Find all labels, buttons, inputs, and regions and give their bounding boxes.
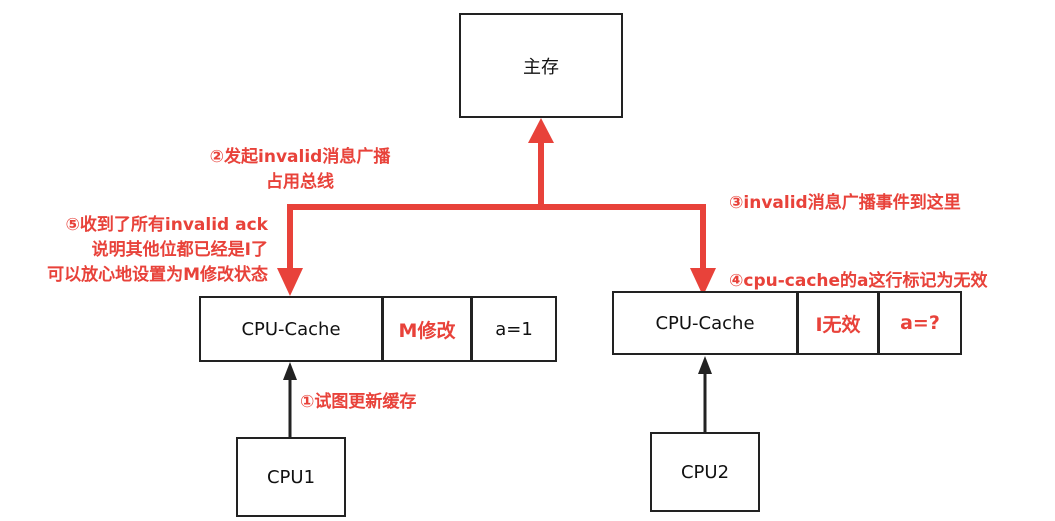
bus-horizontal-line (287, 204, 706, 270)
left-value-label: a=1 (495, 318, 533, 340)
right-cpu-cache-box: CPU-Cache (612, 291, 798, 355)
arrow-to-memory (528, 118, 554, 143)
step5-line1: ⑤收到了所有invalid ack (65, 215, 268, 235)
right-value-box: a=? (878, 291, 962, 355)
main-memory-label: 主存 (523, 56, 559, 78)
step1-annotation: ①试图更新缓存 (300, 392, 417, 412)
step2-line2: 占用总线 (266, 172, 334, 192)
left-state-box: M修改 (382, 296, 472, 362)
step3-annotation: ③invalid消息广播事件到这里 (729, 193, 961, 213)
right-state-label: I无效 (815, 313, 861, 336)
left-cpu-cache-box: CPU-Cache (199, 296, 383, 362)
arrow-to-right-cache (690, 268, 716, 296)
cpu2-box: CPU2 (650, 432, 760, 512)
cpu1-box: CPU1 (236, 437, 346, 517)
cpu2-label: CPU2 (680, 461, 730, 483)
right-value-label: a=? (900, 312, 940, 334)
cpu1-label: CPU1 (266, 466, 316, 488)
cpu2-to-cache-arrowhead (698, 356, 712, 374)
step5-line3: 可以放心地设置为M修改状态 (47, 265, 268, 285)
cpu1-to-cache-arrowhead (283, 362, 297, 380)
step5-line2: 说明其他位都已经是I了 (91, 240, 268, 260)
step2-line1: ②发起invalid消息广播 (209, 147, 391, 167)
right-cpu-cache-label: CPU-Cache (655, 312, 755, 334)
arrow-to-left-cache (277, 268, 303, 296)
step4-annotation: ④cpu-cache的a这行标记为无效 (729, 271, 988, 291)
step2-annotation: ②发起invalid消息广播 占用总线 (180, 145, 420, 195)
left-cpu-cache-label: CPU-Cache (241, 318, 341, 340)
main-memory-box: 主存 (459, 13, 623, 118)
step5-annotation: ⑤收到了所有invalid ack 说明其他位都已经是I了 可以放心地设置为M修… (0, 213, 268, 288)
left-value-box: a=1 (471, 296, 557, 362)
left-state-label: M修改 (398, 319, 456, 342)
bus-lines (287, 140, 706, 270)
right-state-box: I无效 (797, 291, 879, 355)
